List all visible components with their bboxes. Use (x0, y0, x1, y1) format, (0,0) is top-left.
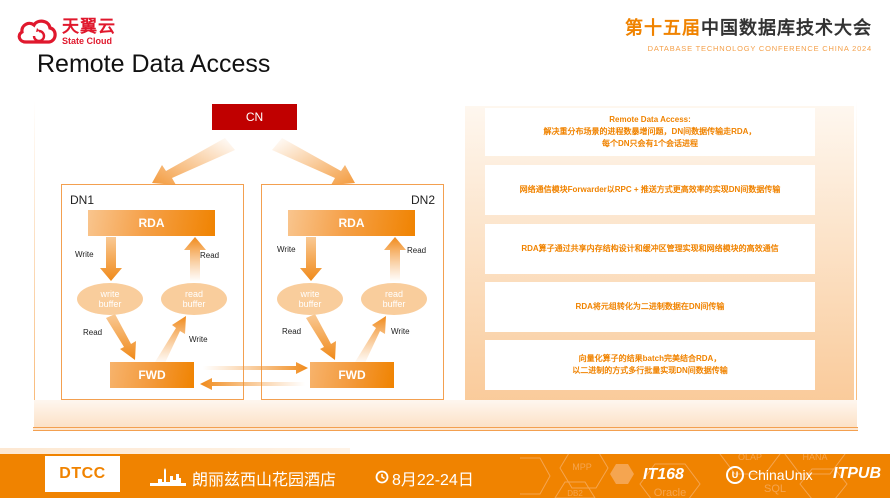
deco-word: OLAP (738, 454, 762, 462)
dtcc-logo: DTCC (45, 456, 120, 492)
skyline-icon (150, 468, 186, 486)
dn1-write-label: Write (75, 250, 94, 259)
frame-left-edge (34, 100, 35, 400)
deco-word: SQL (764, 483, 786, 495)
logo-cn-text: 天翼云 (62, 17, 116, 36)
frame-floor (34, 400, 857, 428)
cn-to-dn1-arrow (152, 138, 235, 185)
buffer-line: write (100, 289, 120, 299)
dn1-read-label-2: Read (83, 328, 103, 337)
dn2-read-label: Read (407, 246, 427, 255)
logo-en-text: State Cloud (62, 36, 113, 46)
note-line: 以二进制的方式多行批量实现DN间数据传输 (572, 366, 728, 375)
note-line: 解决重分布场景的进程数暴增问题，DN间数据传输走RDA， (543, 127, 757, 136)
note-card-3: RDA算子通过共享内存结构设计和缓冲区管理实现和网络模块的高效通信 (485, 224, 815, 274)
clock-icon (375, 470, 389, 484)
it168-logo: IT168 (643, 466, 684, 483)
buffer-line: buffer (182, 299, 206, 309)
conference-subtitle: DATABASE TECHNOLOGY CONFERENCE CHINA 202… (647, 44, 872, 53)
footer-bar: MPP DB2 Oracle OLAP HANA SQL DTCC 朗丽兹西山花… (0, 454, 890, 498)
frame-bottom-glow (0, 448, 350, 454)
page-title: Remote Data Access (37, 50, 271, 78)
dn1-fwd-block: FWD (110, 362, 194, 388)
deco-word: HANA (802, 454, 827, 462)
note-line: RDA算子通过共享内存结构设计和缓冲区管理实现和网络模块的高效通信 (521, 244, 779, 253)
note-card-1: Remote Data Access: 解决重分布场景的进程数暴增问题，DN间数… (485, 108, 815, 156)
note-line: 每个DN只会有1个会话进程 (601, 139, 698, 148)
note-card-2: 网络通信模块Forwarder以RPC + 推送方式更高效率的实现DN间数据传输 (485, 165, 815, 215)
conference-banner: 第十五届中国数据库技术大会 DATABASE TECHNOLOGY CONFER… (625, 14, 872, 53)
cn-node: CN (212, 104, 297, 130)
deco-word: DB2 (567, 489, 583, 498)
frame-right-edge (856, 100, 857, 400)
dn1-write-label-2: Write (189, 335, 208, 344)
itpub-logo: ITPUB (833, 465, 881, 482)
note-line: 网络通信模块Forwarder以RPC + 推送方式更高效率的实现DN间数据传输 (519, 185, 781, 194)
cn-to-dn2-arrow (272, 138, 355, 185)
buffer-line: buffer (98, 299, 122, 309)
cloud-icon (17, 19, 57, 44)
venue-text: 朗丽兹西山花园酒店 (192, 472, 337, 489)
buffer-line: read (184, 289, 203, 299)
buffer-line: write (300, 289, 320, 299)
dn2-read-label-2: Read (282, 327, 302, 336)
note-line: 向量化算子的结果batch完美结合RDA， (578, 354, 722, 363)
deco-word: MPP (572, 462, 592, 472)
dn1-read-label: Read (200, 251, 220, 260)
conference-edition: 第十五届 (625, 18, 701, 38)
date-text: 8月22-24日 (392, 472, 474, 489)
chinaunix-text: ChinaUnix (748, 467, 813, 483)
dn2-fwd-block: FWD (310, 362, 394, 388)
dn1-label: DN1 (70, 193, 95, 207)
note-line: RDA将元组转化为二进制数据在DN间传输 (575, 302, 725, 311)
chinaunix-icon: U (726, 466, 744, 484)
dn1-rda-block: RDA (88, 210, 215, 236)
buffer-line: buffer (382, 299, 406, 309)
note-card-4: RDA将元组转化为二进制数据在DN间传输 (485, 282, 815, 332)
buffer-line: read (384, 289, 403, 299)
note-card-5: 向量化算子的结果batch完美结合RDA， 以二进制的方式多行批量实现DN间数据… (485, 340, 815, 390)
dn2-write-label: Write (277, 245, 296, 254)
note-line: Remote Data Access: (609, 115, 691, 124)
dn2-rda-block: RDA (288, 210, 415, 236)
chinaunix-logo: U ChinaUnix (726, 466, 813, 484)
dn2-write-label-2: Write (391, 327, 410, 336)
hexagon-decoration: MPP DB2 Oracle OLAP HANA SQL (520, 454, 848, 498)
conference-name: 中国数据库技术大会 (701, 18, 872, 38)
buffer-line: buffer (298, 299, 322, 309)
dn2-label: DN2 (410, 193, 435, 207)
state-cloud-logo: 天翼云 State Cloud (16, 18, 116, 46)
frame-base (33, 427, 858, 431)
deco-word: Oracle (654, 487, 686, 498)
